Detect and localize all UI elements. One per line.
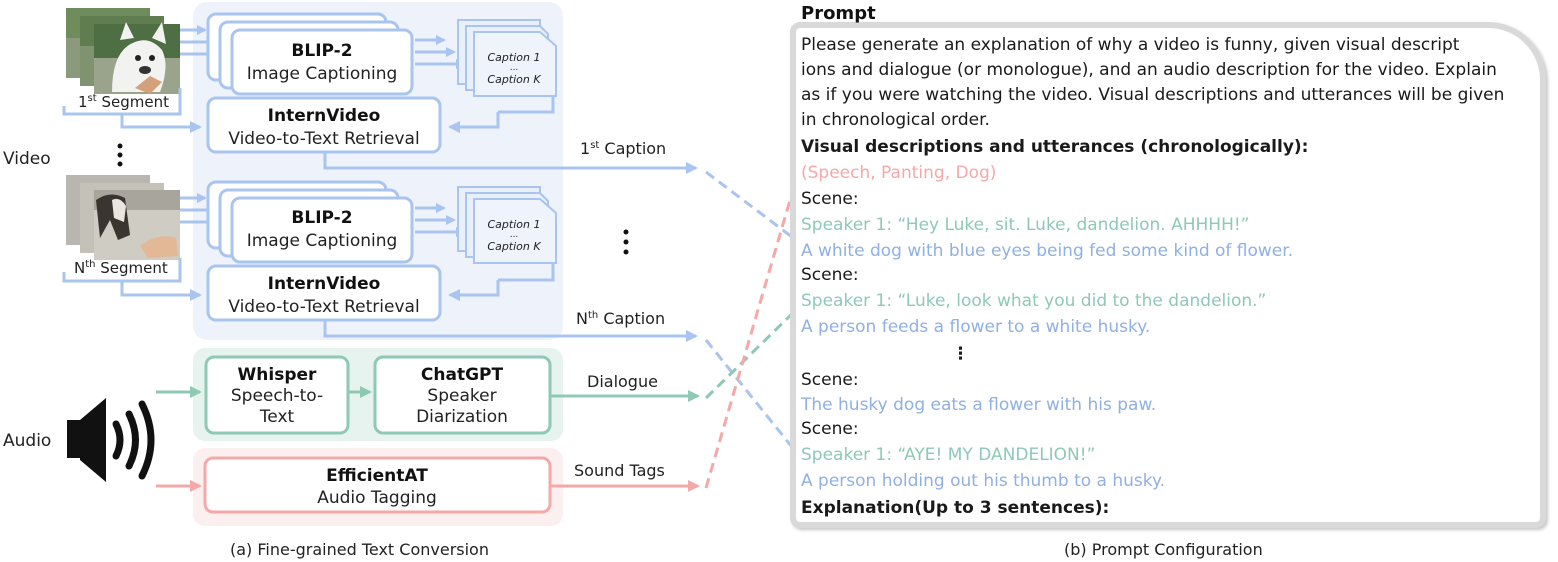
blip2-box-n: BLIP-2 Image Captioning xyxy=(206,180,414,264)
internvideo-sub-n: Video-to-Text Retrieval xyxy=(228,297,419,317)
caption-stack-1: Caption 1 ... Caption K xyxy=(457,19,557,97)
blip2-title-1: BLIP-2 xyxy=(291,41,352,61)
whisper-sub1: Speech-to- xyxy=(231,386,323,406)
efficientat-box: EfficientAT Audio Tagging xyxy=(203,456,552,514)
internvideo-box-n: InternVideo Video-to-Text Retrieval xyxy=(206,264,442,322)
dialogue-label: Dialogue xyxy=(587,372,658,391)
scene-label-1: Scene: xyxy=(801,189,859,209)
caption-right: (b) Prompt Configuration xyxy=(1064,540,1263,559)
prompt-dots: ⋮ xyxy=(952,344,969,364)
internvideo-box-1: InternVideo Video-to-Text Retrieval xyxy=(206,96,442,154)
whisper-box: Whisper Speech-to- Text xyxy=(204,355,350,435)
scene-label-3: Scene: xyxy=(801,370,859,390)
speaker-icon xyxy=(67,398,155,482)
scene2-visual: A person feeds a flower to a white husky… xyxy=(801,317,1151,337)
internvideo-title-n: InternVideo xyxy=(268,274,381,294)
caption-stack-n-first: Caption 1 xyxy=(488,218,541,231)
explanation-label: Explanation(Up to 3 sentences): xyxy=(801,498,1110,518)
whisper-sub2: Text xyxy=(259,407,295,427)
blip2-sub-1: Image Captioning xyxy=(247,64,398,84)
scene2-speech: Speaker 1: “Luke, look what you did to t… xyxy=(801,291,1267,311)
scene-label-2: Scene: xyxy=(801,265,859,285)
efficientat-sub: Audio Tagging xyxy=(317,488,437,508)
prompt-intro-line-2: ions and dialogue (or monologue), and an… xyxy=(801,60,1497,80)
caption-n-label: Nth Caption xyxy=(576,309,665,328)
dashed-connectors xyxy=(704,165,802,489)
vertical-dots-left xyxy=(117,143,123,167)
blip2-box-1: BLIP-2 Image Captioning xyxy=(206,12,414,96)
internvideo-sub-1: Video-to-Text Retrieval xyxy=(228,129,419,149)
caption-stack-1-first: Caption 1 xyxy=(488,51,541,64)
video-label: Video xyxy=(3,149,51,169)
prompt-panel xyxy=(790,22,1546,528)
prompt-intro-line-4: in chronological order. xyxy=(801,110,990,130)
sound-tags-text: (Speech, Panting, Dog) xyxy=(801,163,997,183)
chatgpt-sub2: Diarization xyxy=(416,407,508,427)
prompt-intro-line-1: Please generate an explanation of why a … xyxy=(801,35,1460,55)
chatgpt-title: ChatGPT xyxy=(421,365,504,385)
scene1-visual: A white dog with blue eyes being fed som… xyxy=(801,241,1294,261)
prompt-title: Prompt xyxy=(801,3,876,24)
blip2-sub-n: Image Captioning xyxy=(247,231,398,251)
caption-stack-1-last: Caption K xyxy=(487,73,541,86)
sound-tags-label: Sound Tags xyxy=(574,461,665,480)
caption-stack-1-dots: ... xyxy=(510,63,519,73)
blip2-title-n: BLIP-2 xyxy=(291,208,352,228)
caption-stack-n: Caption 1 ... Caption K xyxy=(457,186,557,264)
audio-label: Audio xyxy=(3,431,51,451)
prompt-intro-line-3: as if you were watching the video. Visua… xyxy=(801,85,1505,105)
caption-left: (a) Fine-grained Text Conversion xyxy=(230,540,489,559)
segment-n-arrows xyxy=(62,193,698,342)
segment-1-frames xyxy=(66,8,180,94)
efficientat-title: EfficientAT xyxy=(326,466,428,486)
whisper-title: Whisper xyxy=(238,365,317,385)
caption-stack-n-dots: ... xyxy=(510,230,519,240)
section-header: Visual descriptions and utterances (chro… xyxy=(801,137,1309,157)
segment-n-frames xyxy=(66,175,180,260)
vertical-dots-middle xyxy=(623,229,629,255)
scene-label-4: Scene: xyxy=(801,419,859,439)
internvideo-title-1: InternVideo xyxy=(268,106,381,126)
dialogue-arrows xyxy=(156,386,700,402)
chatgpt-sub1: Speaker xyxy=(427,386,496,406)
caption-1-label: 1st Caption xyxy=(580,139,666,158)
segment-1-arrows xyxy=(62,25,698,174)
scene4-speech: Speaker 1: “AYE! MY DANDELION!” xyxy=(801,445,1096,465)
segment-n-label: Nth Segment xyxy=(74,259,168,277)
chatgpt-box: ChatGPT Speaker Diarization xyxy=(373,355,552,435)
scene3-visual: The husky dog eats a flower with his paw… xyxy=(801,395,1157,415)
scene4-visual: A person holding out his thumb to a husk… xyxy=(801,471,1166,491)
segment-1-label: 1st Segment xyxy=(78,93,169,111)
caption-stack-n-last: Caption K xyxy=(487,240,541,253)
scene1-speech: Speaker 1: “Hey Luke, sit. Luke, dandeli… xyxy=(801,215,1250,235)
